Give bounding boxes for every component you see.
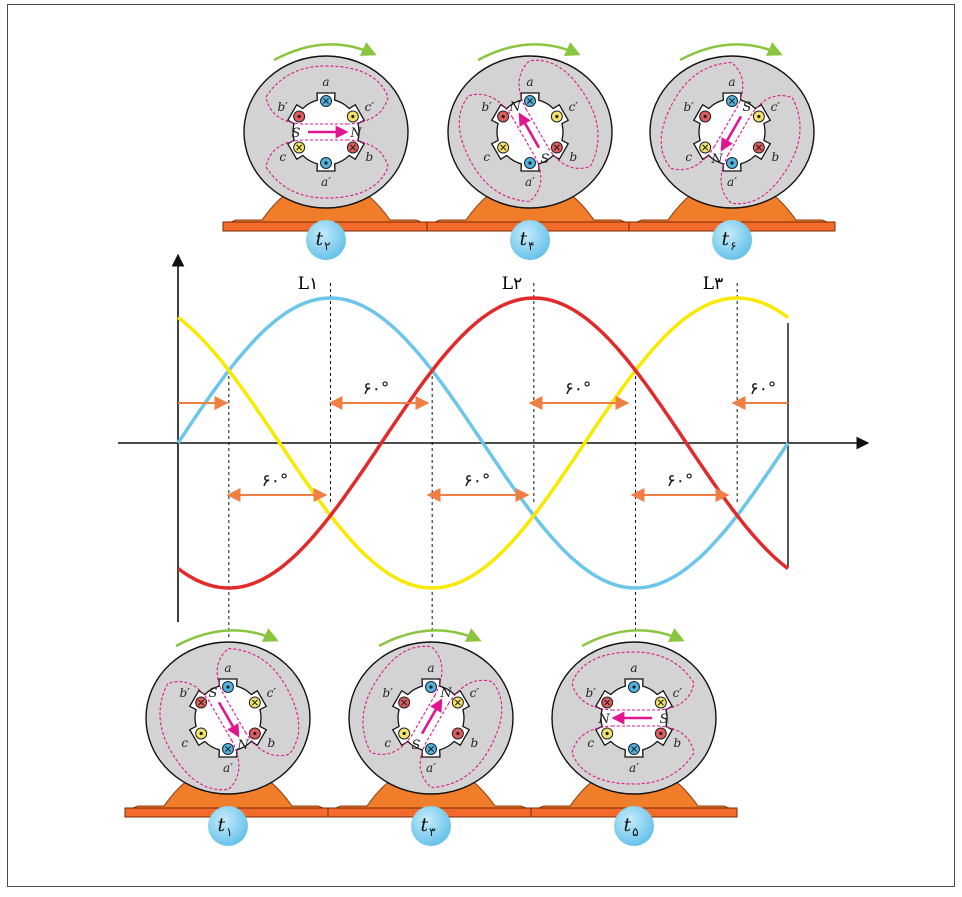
slot-label: a (526, 75, 533, 89)
slot-label: c′ (267, 686, 277, 700)
slot-label: b (569, 150, 577, 164)
time-badge (208, 806, 248, 846)
south-pole-label: S (292, 126, 301, 141)
phase-shift-arrows: ۶۰° ۶۰° ۶۰° ۶۰° ۶۰° ۶۰° (178, 379, 788, 502)
time-badge (306, 220, 346, 260)
slot-label: b′ (179, 686, 190, 700)
slot-label: b (267, 736, 275, 750)
south-pole-label: S (412, 738, 421, 753)
slot-label: a′ (223, 761, 233, 775)
slot-label: b′ (382, 686, 393, 700)
angle-label: ۶۰° (565, 379, 592, 399)
south-pole-label: S (743, 100, 752, 115)
slot-label: b (470, 736, 478, 750)
slot-label: a′ (525, 175, 535, 189)
wave-phase-2 (176, 296, 790, 590)
rotation-arrow (581, 628, 685, 648)
slot-label: c (483, 150, 490, 164)
angle-label: ۶۰° (363, 379, 390, 399)
time-badge (712, 220, 752, 260)
rotation-arrow (273, 42, 377, 62)
slot-label: c′ (673, 686, 683, 700)
dashed-guides (228, 283, 738, 640)
angle-label: ۶۰° (750, 379, 777, 399)
slot-label: a′ (321, 175, 331, 189)
rotation-arrow (477, 42, 581, 62)
slot-label: c′ (771, 100, 781, 114)
magnetic-field-lines (571, 651, 695, 785)
wave-label-L2: L۲ (502, 274, 522, 294)
angle-label: ۶۰° (464, 471, 491, 491)
slot-label: c (181, 736, 188, 750)
slot-label: c′ (365, 100, 375, 114)
slot-label: a′ (629, 761, 639, 775)
slot-label: c (279, 150, 286, 164)
rotation-arrow (175, 628, 279, 648)
magnetic-field-lines (265, 65, 389, 199)
slot-label: a (728, 75, 735, 89)
slot-label: b′ (481, 100, 492, 114)
slot-label: c′ (569, 100, 579, 114)
wave-label-L1: L۱ (298, 274, 318, 294)
slot-label: b (673, 736, 681, 750)
angle-label: ۶۰° (667, 471, 694, 491)
slot-label: c (685, 150, 692, 164)
rotation-arrow (378, 628, 482, 648)
slot-label: a (630, 661, 637, 675)
north-pole-label: N (349, 126, 362, 141)
north-pole-label: N (439, 686, 452, 701)
slot-label: a′ (727, 175, 737, 189)
north-pole-label: N (710, 152, 723, 167)
time-badge (411, 806, 451, 846)
magnetic-field-lines (159, 647, 300, 791)
magnetic-field-lines (362, 645, 503, 789)
north-pole-label: N (597, 712, 610, 727)
south-pole-label: S (209, 686, 218, 701)
slot-label: a (322, 75, 329, 89)
figure-frame (7, 4, 955, 887)
slot-label: c′ (470, 686, 480, 700)
magnetic-field-lines (458, 59, 599, 203)
slot-label: a′ (426, 761, 436, 775)
rotation-arrow (679, 42, 783, 62)
slot-label: c (587, 736, 594, 750)
motor-snapshots: NSac′ba′cb′t۱NSac′ba′cb′t۲NSac′ba′cb′t۳N… (124, 42, 836, 846)
north-pole-label: N (236, 738, 249, 753)
slot-label: b′ (277, 100, 288, 114)
slot-label: b′ (585, 686, 596, 700)
magnetic-field-lines (660, 61, 801, 205)
time-badge (510, 220, 550, 260)
slot-label: c (384, 736, 391, 750)
slot-label: b (771, 150, 779, 164)
slot-label: b′ (683, 100, 694, 114)
south-pole-label: S (660, 712, 669, 727)
wave-phase-3 (176, 296, 790, 590)
time-badge (614, 806, 654, 846)
wave-phase-1 (176, 296, 790, 590)
slot-label: a (224, 661, 231, 675)
wave-label-L3: L۳ (703, 274, 723, 294)
south-pole-label: S (541, 152, 550, 167)
angle-label: ۶۰° (262, 471, 289, 491)
slot-label: b (365, 150, 373, 164)
slot-label: a (427, 661, 434, 675)
north-pole-label: N (508, 100, 521, 115)
